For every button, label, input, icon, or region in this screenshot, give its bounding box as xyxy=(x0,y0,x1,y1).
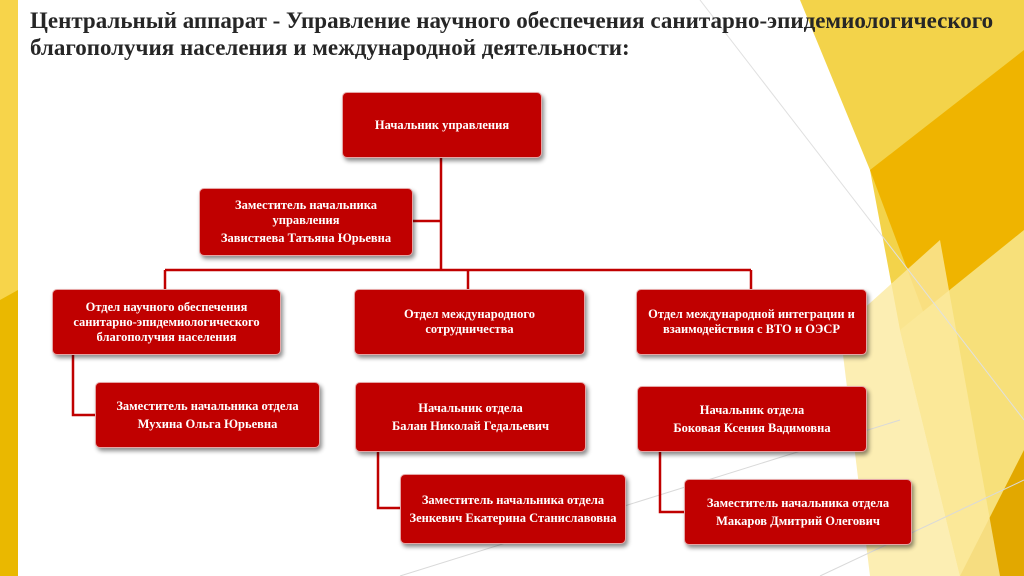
connector-dept3-deputy xyxy=(658,452,684,514)
decor-line-2 xyxy=(699,0,1024,421)
dept-integration-box[interactable]: Отдел международной интеграции и взаимод… xyxy=(636,289,867,355)
deputy-head-person: Завистяева Татьяна Юрьевна xyxy=(220,231,392,245)
deputy-head-box[interactable]: Заместитель начальника управления Завист… xyxy=(199,188,413,256)
dept-international-head-title: Начальник отдела xyxy=(418,400,523,415)
deputy-head-title: Заместитель начальника управления xyxy=(234,198,378,227)
dept-integration-title: Отдел международной интеграции и взаимод… xyxy=(648,307,855,336)
head-of-department-box[interactable]: Начальник управления xyxy=(342,92,542,158)
dept-integration-head-title: Начальник отдела xyxy=(699,402,805,417)
left-gold-stripe-lower xyxy=(0,290,18,576)
dept-scientific-box[interactable]: Отдел научного обеспечения санитарно-эпи… xyxy=(52,289,281,355)
dept-international-box[interactable]: Отдел международного сотрудничества xyxy=(354,289,585,355)
dept-scientific-deputy-person: Мухина Ольга Юрьевна xyxy=(137,416,278,431)
dept-integration-head-box[interactable]: Начальник отдела Боковая Ксения Вадимовн… xyxy=(637,386,867,452)
dept-integration-deputy-box[interactable]: Заместитель начальника отдела Макаров Дм… xyxy=(684,479,912,545)
dept-scientific-deputy-title: Заместитель начальника отдела xyxy=(116,398,299,413)
connector-dept2-deputy xyxy=(376,452,400,510)
dept-international-title: Отдел международного сотрудничества xyxy=(403,307,536,336)
dept-international-deputy-box[interactable]: Заместитель начальника отдела Зенкевич Е… xyxy=(400,474,626,544)
right-orange-shape xyxy=(870,50,1024,330)
decor-line-3 xyxy=(819,479,1024,576)
connector-dept1-deputy xyxy=(71,355,95,417)
head-title: Начальник управления xyxy=(374,117,510,132)
dept-international-deputy-person: Зенкевич Екатерина Станиславовна xyxy=(409,510,617,525)
dept-integration-head-person: Боковая Ксения Вадимовна xyxy=(673,420,831,435)
page-title: Центральный аппарат - Управление научног… xyxy=(30,8,994,60)
dept-integration-deputy-person: Макаров Дмитрий Олегович xyxy=(716,513,880,528)
dept-scientific-title: Отдел научного обеспечения санитарно-эпи… xyxy=(73,299,260,344)
dept-scientific-deputy-box[interactable]: Заместитель начальника отдела Мухина Оль… xyxy=(95,382,320,448)
dept-international-head-person: Балан Николай Гедальевич xyxy=(391,418,550,433)
dept-integration-deputy-title: Заместитель начальника отдела xyxy=(706,495,890,510)
dept-international-deputy-title: Заместитель начальника отдела xyxy=(421,492,605,507)
dept-international-head-box[interactable]: Начальник отдела Балан Николай Гедальеви… xyxy=(355,382,586,452)
